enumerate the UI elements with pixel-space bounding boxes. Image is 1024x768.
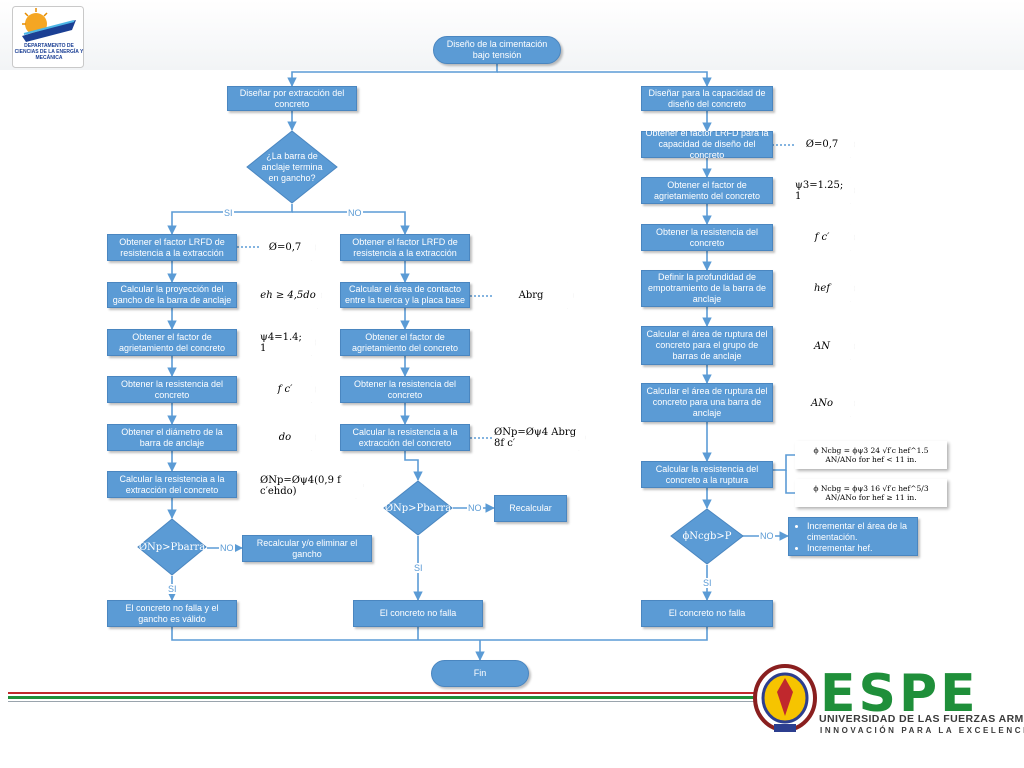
r-formula-3: f c′ [795, 224, 855, 251]
r-yes-label: SI [702, 578, 713, 588]
department-name: DEPARTAMENTO DE CIENCIAS DE LA ENERGÍA Y… [14, 43, 84, 61]
ll-formula-4: f c′ [260, 376, 316, 403]
lr-formula-5: ØNp=Øψ4 Abrg 8f c′ [494, 424, 586, 451]
r-no-label: NO [759, 531, 775, 541]
lr-decision-shape [383, 480, 453, 536]
r-formula-5: AN [795, 333, 855, 360]
r-step-1: Obtener el factor LRFD para la capacidad… [641, 128, 773, 160]
r-formula-4-text: hef [813, 283, 831, 294]
lr-step-3: Obtener el factor de agrietamiento del c… [340, 329, 470, 356]
r-formula-7a: ϕ Ncbg = ϕψ3 24 √f′c hef^1.5 AN/ANo for … [795, 441, 947, 469]
ll-step-6: Calcular la resistencia a la extracción … [107, 471, 237, 498]
r-step-5: Calcular el área de ruptura del concreto… [641, 326, 773, 365]
hook-decision-shape [246, 130, 338, 204]
ll-formula-1: Ø=0,7 [260, 234, 316, 261]
lr-decision: ØNp>Pbarra [383, 480, 453, 536]
lr-no-action: Recalcular [494, 495, 567, 522]
ll-formula-5-text: do [278, 432, 292, 443]
ll-formula-4-text: f c′ [277, 384, 293, 395]
r-no-actions-list: Incrementar el área de la cimentación. I… [793, 521, 913, 554]
hook-decision: ¿La barra de anclaje termina en gancho? [246, 130, 338, 204]
espe-wordmark: ESPE [820, 664, 979, 724]
ll-formula-3: ψ4=1.4; 1 [260, 329, 316, 356]
espe-crest-logo [753, 664, 817, 732]
ll-formula-2a: eh ≥ [260, 290, 285, 301]
r-decision-shape [670, 508, 744, 565]
espe-university-name: UNIVERSIDAD DE LAS FUERZAS ARMADAS [819, 713, 1024, 725]
r-result: El concreto no falla [641, 600, 773, 627]
ll-formula-6: ØNp=Øψ4(0,9 f c′ehdo) [260, 472, 364, 499]
ll-formula-5: do [260, 424, 316, 451]
r-formula-7b: ϕ Ncbg = ϕψ3 16 √f′c hef^5/3 AN/ANo for … [795, 479, 947, 507]
left-branch-header: Diseñar por extracción del concreto [227, 86, 357, 111]
r-step-7: Calcular la resistencia del concreto a l… [641, 461, 773, 488]
ll-no-action: Recalcular y/o eliminar el gancho [242, 535, 372, 562]
r-formula-4: hef [795, 275, 855, 302]
ll-step-5: Obtener el diámetro de la barra de ancla… [107, 424, 237, 451]
r-no-actions: Incrementar el área de la cimentación. I… [788, 517, 918, 556]
r-formula-5-text: AN [814, 341, 830, 352]
r-formula-6-text: ANo [811, 398, 833, 409]
r-no-action-item: Incrementar el área de la cimentación. [807, 521, 913, 543]
lr-decision-label: ØNp>Pbarra [384, 502, 452, 514]
r-formula-3-text: f c′ [814, 232, 830, 243]
lr-formula-2: Abrg [494, 282, 574, 309]
department-logo [12, 6, 84, 68]
hook-decision-label: ¿La barra de anclaje termina en gancho? [261, 150, 323, 183]
r-step-3: Obtener la resistencia del concreto [641, 224, 773, 251]
r-decision-label: ϕNcgb>P [682, 531, 732, 542]
lr-result: El concreto no falla [353, 600, 483, 627]
r-step-6: Calcular el área de ruptura del concreto… [641, 383, 773, 422]
lr-step-2: Calcular el área de contacto entre la tu… [340, 282, 470, 308]
ll-decision-shape [137, 518, 207, 576]
lr-yes-label: SI [413, 563, 424, 573]
ll-decision-label: ØNp>Pbarra [138, 541, 206, 553]
end-terminal: Fin [431, 660, 529, 687]
ll-step-4: Obtener la resistencia del concreto [107, 376, 237, 403]
r-step-4: Definir la profundidad de empotramiento … [641, 270, 773, 307]
hook-no-label: NO [347, 208, 363, 218]
ll-step-3: Obtener el factor de agrietamiento del c… [107, 329, 237, 356]
ll-formula-2: eh ≥ 4,5do [260, 282, 322, 309]
ll-no-label: NO [219, 543, 235, 553]
lr-no-label: NO [467, 503, 483, 513]
ll-step-1: Obtener el factor LRFD de resistencia a … [107, 234, 237, 261]
r-formula-1: Ø=0,7 [795, 131, 855, 158]
start-terminal: Diseño de la cimentación bajo tensión [433, 36, 561, 64]
bottom-bar [8, 692, 754, 702]
espe-motto: INNOVACIÓN PARA LA EXCELENCIA [820, 726, 1024, 735]
hook-yes-label: SI [223, 208, 234, 218]
ll-decision: ØNp>Pbarra [137, 518, 207, 576]
r-no-action-item: Incrementar hef. [807, 543, 913, 554]
ll-step-2: Calcular la proyección del gancho de la … [107, 282, 237, 308]
ll-yes-label: SI [167, 584, 178, 594]
lr-step-4: Obtener la resistencia del concreto [340, 376, 470, 403]
right-branch-header: Diseñar para la capacidad de diseño del … [641, 86, 773, 111]
ll-result: El concreto no falla y el gancho es váli… [107, 600, 237, 627]
r-decision: ϕNcgb>P [670, 508, 744, 565]
lr-step-1: Obtener el factor LRFD de resistencia a … [340, 234, 470, 261]
r-formula-2: ψ3=1.25; 1 [795, 177, 855, 204]
ll-formula-2b: 4,5do [287, 290, 316, 301]
r-formula-6: ANo [795, 390, 855, 417]
lr-step-5: Calcular la resistencia a la extracción … [340, 424, 470, 451]
r-step-2: Obtener el factor de agrietamiento del c… [641, 177, 773, 204]
